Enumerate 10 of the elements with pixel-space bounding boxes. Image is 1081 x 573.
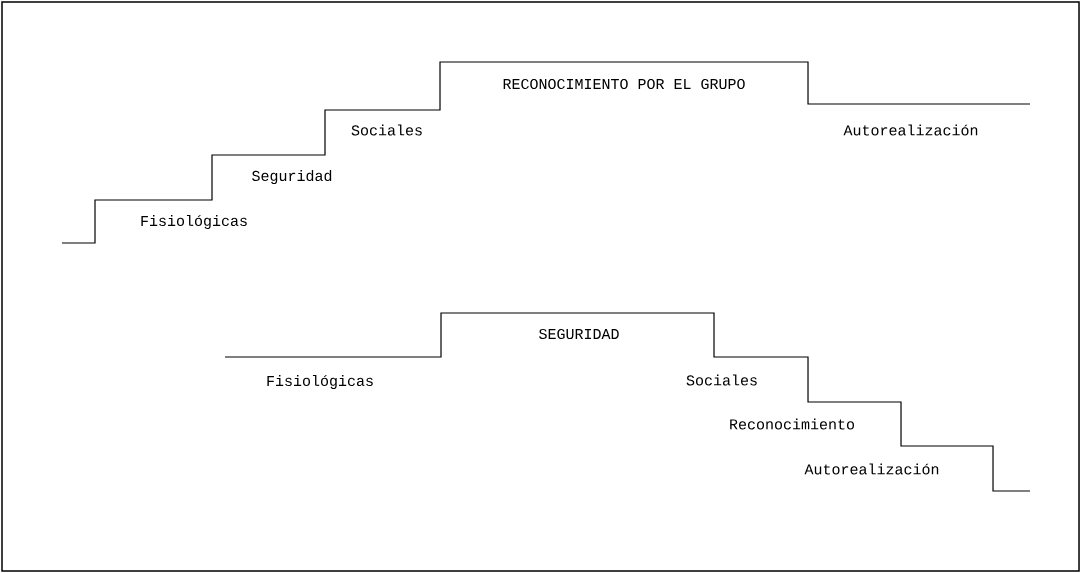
step-label: RECONOCIMIENTO POR EL GRUPO	[503, 78, 745, 90]
step-label: Fisiológicas	[141, 215, 247, 229]
step-label: Sociales	[351, 124, 422, 136]
step-label: SEGURIDAD	[539, 328, 619, 340]
step-label: Fisiológicas	[267, 375, 373, 389]
step-label: Sociales	[686, 374, 757, 386]
step-label: Autorealización	[804, 463, 939, 475]
step-label: Reconocimiento	[730, 418, 855, 430]
step-label: Autorealización	[843, 124, 978, 136]
step-label: Seguridad	[252, 170, 332, 184]
